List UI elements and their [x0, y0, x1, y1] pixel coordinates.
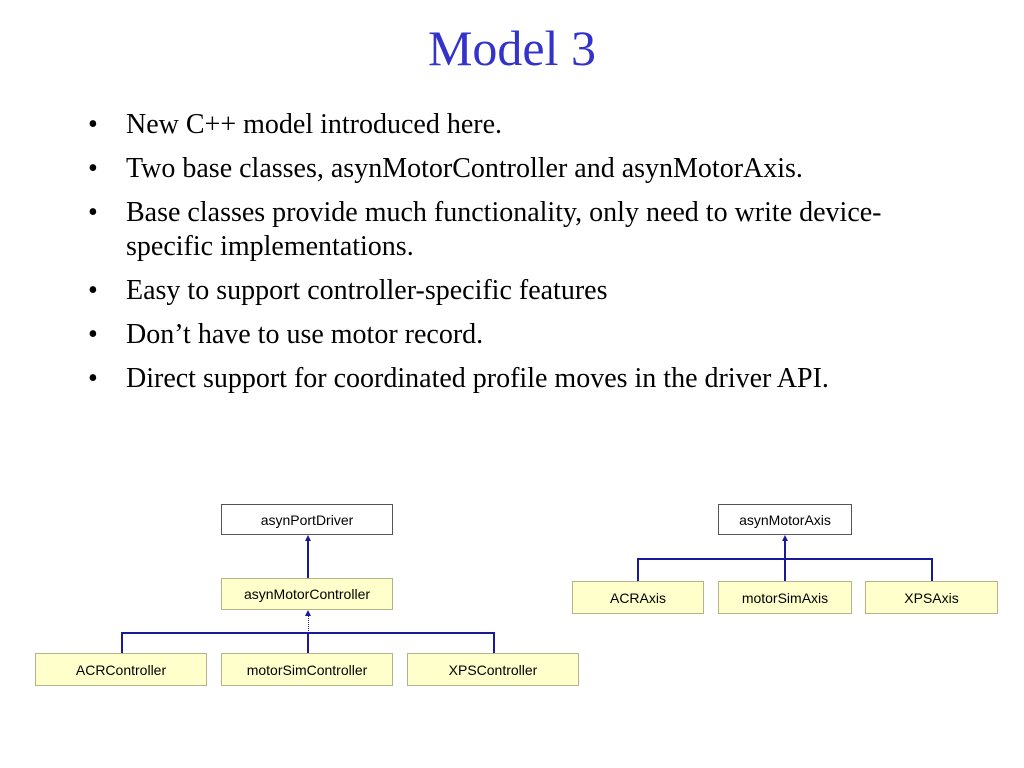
- connector-line: [493, 632, 495, 653]
- inheritance-arrow-icon: [782, 535, 788, 541]
- connector-line: [784, 540, 786, 559]
- bullet-item: • Easy to support controller-specific fea…: [88, 274, 948, 308]
- bullet-item: • New C++ model introduced here.: [88, 108, 948, 142]
- class-box-motorsimcontroller: motorSimController: [221, 653, 393, 686]
- class-box-acrcontroller: ACRController: [35, 653, 207, 686]
- bullet-text: New C++ model introduced here.: [126, 109, 503, 140]
- bullet-text: Base classes provide much functionality,…: [126, 197, 882, 262]
- bullet-item: • Don’t have to use motor record.: [88, 318, 948, 352]
- class-box-asynmotorcontroller: asynMotorController: [221, 578, 393, 610]
- bullet-icon: •: [88, 197, 98, 228]
- connector-dotted-line: [308, 616, 309, 633]
- bullet-item: • Two base classes, asynMotorController a…: [88, 152, 948, 186]
- class-box-acraxis: ACRAxis: [572, 581, 704, 614]
- bullet-icon: •: [88, 153, 98, 184]
- bullet-icon: •: [88, 319, 98, 350]
- bullet-list: • New C++ model introduced here. • Two bas…: [88, 108, 948, 406]
- class-box-asynmotoraxis: asynMotorAxis: [718, 504, 852, 535]
- bullet-text: Don’t have to use motor record.: [126, 319, 484, 350]
- bullet-icon: •: [88, 363, 98, 394]
- inheritance-arrow-icon: [305, 535, 311, 541]
- bullet-text: Direct support for coordinated profile m…: [126, 363, 829, 394]
- connector-line: [931, 558, 933, 581]
- bullet-icon: •: [88, 109, 98, 140]
- bullet-item: • Base classes provide much functionality…: [88, 196, 948, 264]
- inheritance-arrow-icon: [305, 610, 311, 616]
- class-box-xpsaxis: XPSAxis: [865, 581, 998, 614]
- connector-line: [121, 632, 123, 653]
- class-box-asynportdriver: asynPortDriver: [221, 504, 393, 535]
- class-box-motorsimaxis: motorSimAxis: [718, 581, 852, 614]
- connector-line: [637, 558, 639, 581]
- bullet-icon: •: [88, 275, 98, 306]
- connector-line: [307, 632, 309, 653]
- bullet-text: Two base classes, asynMotorController an…: [126, 153, 803, 184]
- bullet-text: Easy to support controller-specific feat…: [126, 275, 608, 306]
- bullet-item: • Direct support for coordinated profile …: [88, 362, 948, 396]
- slide-title: Model 3: [427, 20, 597, 76]
- connector-line: [307, 540, 309, 578]
- connector-line: [784, 558, 786, 581]
- class-box-xpscontroller: XPSController: [407, 653, 579, 686]
